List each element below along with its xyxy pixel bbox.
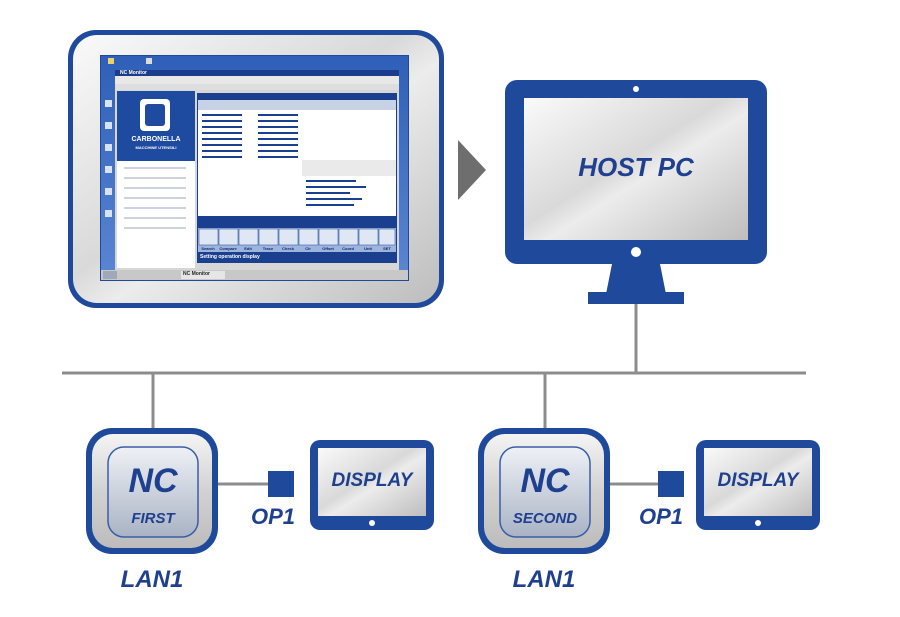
nc-first-op-label: OP1 [250, 504, 296, 529]
nc-second-op-label: OP1 [638, 504, 684, 529]
op1-second-connector [658, 471, 684, 497]
softkey-label[interactable]: Trace [262, 246, 274, 251]
softkey-label[interactable]: Clr [305, 246, 311, 251]
display-first-label: DISPLAY [331, 470, 413, 491]
op1-first-connector [268, 471, 294, 497]
nc-first-title: NC [128, 462, 178, 500]
softkey-label[interactable]: Compare [219, 246, 237, 251]
softkey-label[interactable]: Offset [322, 246, 334, 251]
host-pc-monitor [505, 80, 767, 304]
network-lines [62, 304, 806, 486]
softkey-label[interactable]: Check [281, 246, 294, 251]
host-pc-label: HOST PC [578, 152, 694, 182]
nc-first-sub: FIRST [131, 510, 175, 527]
brand-tagline: MACCHINE UTENSILI [135, 145, 177, 150]
softkey-label[interactable]: Coord [342, 246, 354, 251]
taskbar-item: NC Monitor [183, 271, 210, 277]
nc-second-box [478, 428, 610, 554]
display-second-label: DISPLAY [717, 470, 799, 491]
embedded-screenshot [101, 56, 408, 280]
nc-second-lan-label: LAN1 [512, 566, 576, 593]
softkey-label[interactable]: Search [201, 246, 215, 251]
softkey-label[interactable]: Unit [364, 246, 372, 251]
display-first [310, 440, 434, 530]
brand-name: CARBONELLA [131, 136, 181, 143]
nc-second-title: NC [520, 462, 570, 500]
display-second [696, 440, 820, 530]
arrow-right-icon [458, 140, 486, 200]
status-text: Setting operation display [200, 254, 260, 260]
nc-first-lan-label: LAN1 [120, 566, 184, 593]
softkey-label[interactable]: SET [383, 246, 391, 251]
window-title: NC Monitor [120, 70, 147, 76]
softkey-label[interactable]: Edit [244, 246, 252, 251]
softkey-row: Search Compare Edit Trace Check Clr Offs… [198, 246, 396, 252]
nc-first-box [86, 428, 218, 554]
nc-second-sub: SECOND [512, 510, 578, 527]
